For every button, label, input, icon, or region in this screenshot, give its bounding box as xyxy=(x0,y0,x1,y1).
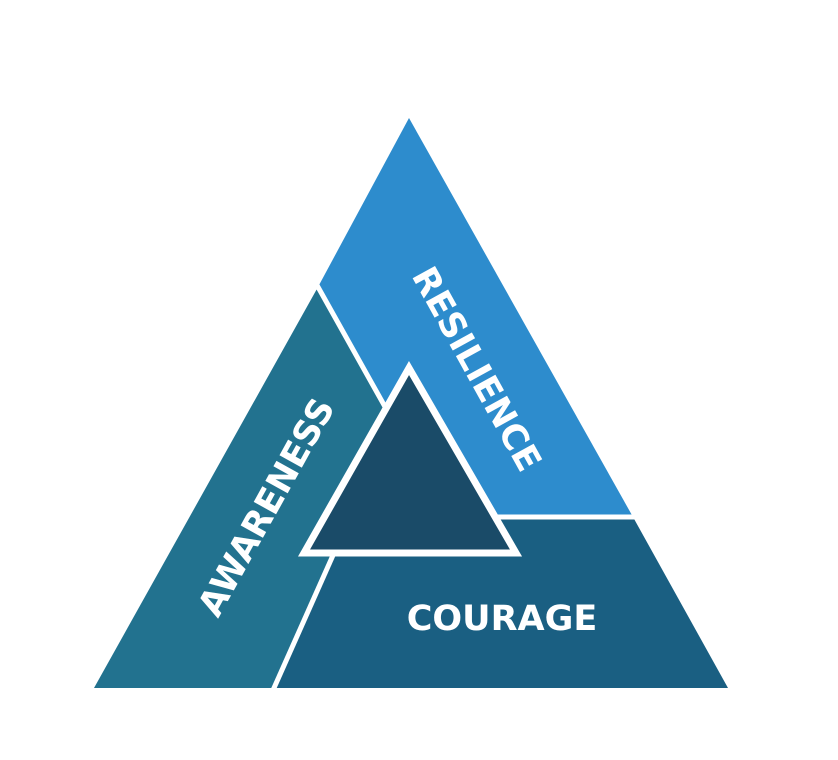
awareness-segment xyxy=(94,287,384,688)
courage-segment xyxy=(274,517,728,688)
center-triangle xyxy=(297,360,523,557)
courage-label: COURAGE xyxy=(407,599,598,639)
segment-dividers xyxy=(270,283,636,692)
